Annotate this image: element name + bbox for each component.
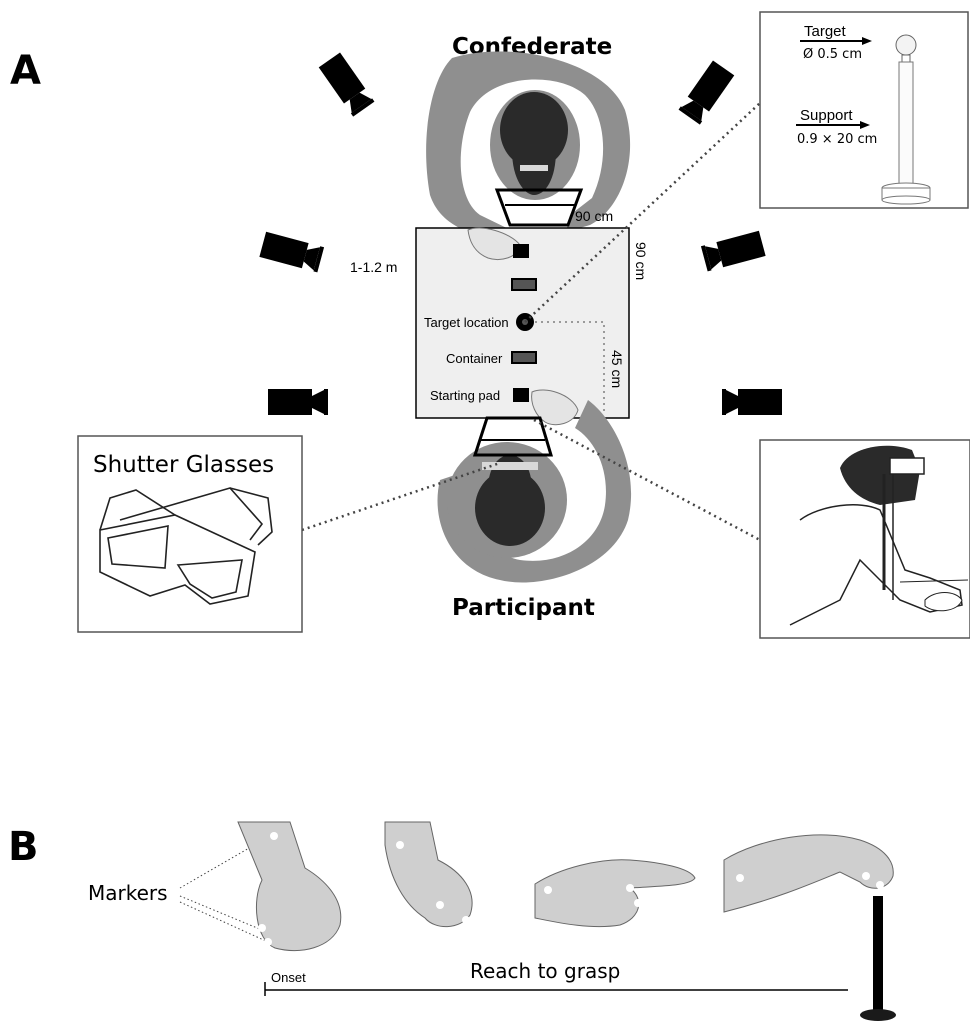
reach-to-grasp-label: Reach to grasp bbox=[470, 959, 620, 983]
hand-icon bbox=[724, 835, 893, 912]
participant-container bbox=[512, 352, 536, 363]
video-camera-icon bbox=[701, 231, 766, 272]
reach-distance-label: 45 cm bbox=[609, 350, 625, 388]
participant-label: Participant bbox=[452, 595, 595, 621]
hand-icon bbox=[385, 822, 472, 927]
target-support-inset: Target Ø 0.5 cm Support 0.9 × 20 cm bbox=[760, 12, 968, 208]
connector-participant-inset bbox=[534, 420, 760, 540]
participant-starting-pad bbox=[513, 388, 529, 402]
target-post-base bbox=[860, 1009, 896, 1021]
video-camera-icon bbox=[319, 53, 375, 117]
shutter-glasses-title: Shutter Glasses bbox=[93, 452, 274, 478]
hand-icon bbox=[238, 822, 341, 951]
table-depth-label: 90 cm bbox=[633, 242, 649, 280]
target-location-label: Target location bbox=[424, 315, 509, 330]
onset-label: Onset bbox=[271, 970, 306, 985]
panel-a-label: A bbox=[10, 48, 41, 94]
starting-pad-label: Starting pad bbox=[430, 388, 500, 403]
video-camera-icon bbox=[722, 389, 782, 415]
hand-icon bbox=[535, 860, 695, 927]
support-rod bbox=[899, 62, 913, 186]
target-post bbox=[873, 896, 883, 1014]
participant-side-view-inset bbox=[760, 440, 970, 638]
participant-figure bbox=[438, 400, 632, 583]
markers-label: Markers bbox=[88, 881, 168, 905]
container-label: Container bbox=[446, 351, 503, 366]
distance-label: 1-1.2 m bbox=[350, 259, 397, 275]
video-camera-icon bbox=[259, 232, 324, 273]
target-sphere bbox=[896, 35, 916, 55]
target-size-label: Ø 0.5 cm bbox=[803, 47, 862, 62]
support-inset-label: Support bbox=[800, 107, 853, 124]
table-width-label: 90 cm bbox=[575, 208, 613, 224]
support-size-label: 0.9 × 20 cm bbox=[797, 132, 877, 147]
confederate-starting-pad bbox=[513, 244, 529, 258]
video-camera-icon bbox=[268, 389, 328, 415]
shutter-glasses-inset: Shutter Glasses bbox=[78, 436, 302, 632]
panel-b-label: B bbox=[8, 824, 39, 870]
confederate-container bbox=[512, 279, 536, 290]
video-camera-icon bbox=[679, 61, 735, 125]
target-inset-label: Target bbox=[804, 23, 847, 40]
